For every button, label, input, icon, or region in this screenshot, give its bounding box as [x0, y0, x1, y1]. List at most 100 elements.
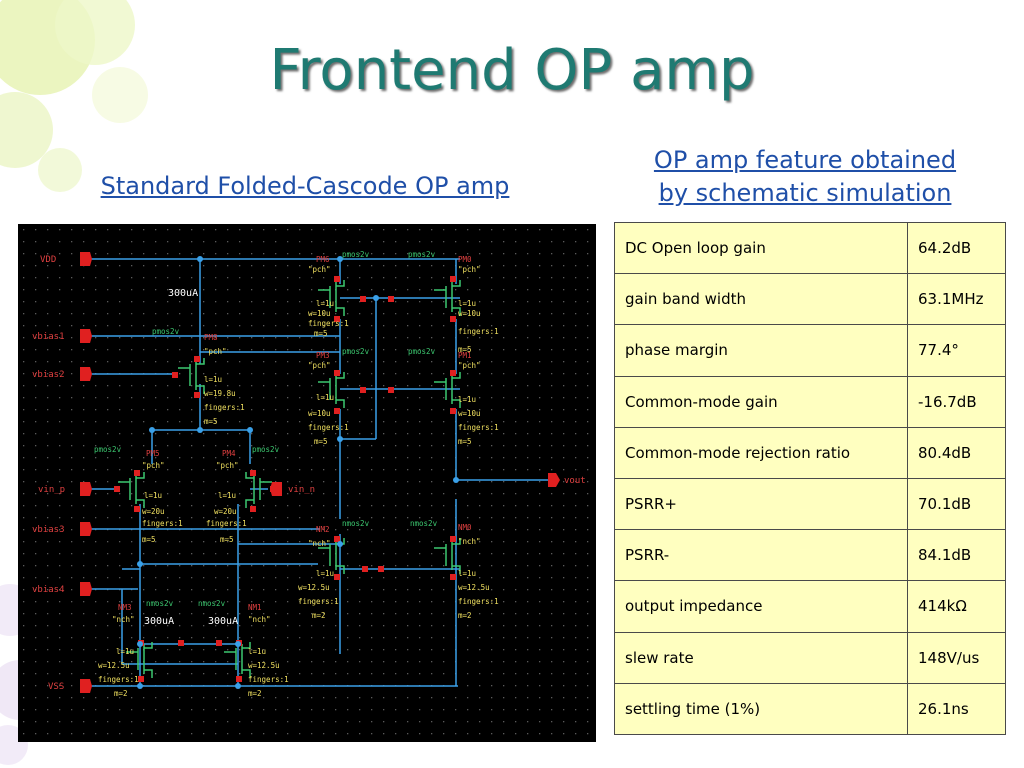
spec-value: 80.4dB [907, 426, 1006, 479]
spec-value: 148V/us [907, 631, 1006, 684]
pm0-cell: "pch" [458, 265, 481, 274]
pin-label-vss: VSS [48, 682, 64, 692]
spec-param: PSRR+ [614, 477, 908, 531]
spec-param: output impedance [614, 580, 908, 633]
pm8-fingers: fingers:1 [204, 403, 245, 412]
spec-value: 77.4° [907, 324, 1006, 377]
nm3-fingers: fingers:1 [98, 675, 139, 684]
pin-label-vout: vout [564, 476, 586, 486]
nm3-l: l=1u [116, 647, 134, 656]
nm0-name: NM0 [458, 523, 472, 532]
current-label-bottom-left: 300uA [144, 616, 174, 627]
nm2-cell: "nch" [308, 539, 331, 548]
pm6-m: m=5 [314, 329, 328, 338]
pm1-w: w=10u [458, 409, 481, 418]
pm8-cell: "pch" [204, 347, 227, 356]
pm5-model: pmos2v [94, 445, 122, 454]
pin-label-vdd: VDD [40, 255, 56, 265]
transistor-symbols [118, 280, 461, 678]
spec-param: Common-mode rejection ratio [614, 426, 908, 479]
pm1-m: m=5 [458, 437, 472, 446]
pm3-l: l=1u [316, 393, 334, 402]
spec-value: 63.1MHz [907, 273, 1006, 326]
pm6-fingers: fingers:1 [308, 319, 349, 328]
features-heading: OP amp feature obtained by schematic sim… [610, 144, 1000, 210]
pm5-name: PM5 [146, 449, 160, 458]
spec-row: PSRR+70.1dB [614, 477, 1006, 531]
pm0-name: PM0 [458, 255, 472, 264]
schematic-heading: Standard Folded-Cascode OP amp [100, 172, 510, 200]
nm2-l: l=1u [316, 569, 334, 578]
pm1-name: PM1 [458, 351, 472, 360]
pm4-fingers: fingers:1 [206, 519, 247, 528]
slide-title: Frontend OP amp [269, 38, 755, 103]
spec-row: PSRR-84.1dB [614, 529, 1006, 582]
current-label-top: 300uA [168, 288, 198, 299]
spec-value: 26.1ns [907, 682, 1006, 736]
spec-value: -16.7dB [907, 375, 1006, 428]
nm2-model: nmos2v [342, 519, 370, 528]
pin-arrows [80, 252, 560, 693]
nm1-w: w=12.5u [248, 661, 280, 670]
spec-row: Common-mode gain-16.7dB [614, 375, 1006, 428]
pin-markers [114, 276, 456, 682]
features-heading-line1: OP amp feature obtained [653, 146, 957, 174]
nm0-l: l=1u [458, 569, 476, 578]
pm5-l: l=1u [144, 491, 162, 500]
pm1-model: pmos2v [408, 347, 436, 356]
nm2-fingers: fingers:1 [298, 597, 339, 606]
pm6-model: pmos2v [342, 250, 370, 259]
pin-label-vin-n: vin_n [288, 485, 315, 495]
nm0-w: w=12.5u [458, 583, 490, 592]
spec-value: 70.1dB [907, 477, 1006, 531]
pm3-m: m=5 [314, 437, 328, 446]
pm0-m: m=5 [458, 345, 472, 354]
opamp-schematic: VDD vbias1 vbias2 vin_p vin_n vbias3 vbi… [18, 224, 596, 742]
pm5-cell: "pch" [142, 461, 165, 470]
pm4-m: m=5 [220, 535, 234, 544]
nm0-m: m=2 [458, 611, 472, 620]
nm3-w: w=12.5u [98, 661, 130, 670]
pm6-w: w=10u [308, 309, 331, 318]
nm2-w: w=12.5u [298, 583, 330, 592]
pm6-cell: "pch" [308, 265, 331, 274]
spec-param: PSRR- [614, 529, 908, 582]
wires [90, 258, 548, 687]
spec-param: slew rate [614, 631, 908, 684]
nm3-m: m=2 [114, 689, 128, 698]
nm0-cell: "nch" [458, 537, 481, 546]
nm0-fingers: fingers:1 [458, 597, 499, 606]
spec-row: settling time (1%)26.1ns [614, 682, 1006, 736]
pm1-fingers: fingers:1 [458, 423, 499, 432]
pm5-w: w=20u [142, 507, 165, 516]
pm6-name: PM6 [316, 255, 330, 264]
pm4-cell: "pch" [216, 461, 239, 470]
pm1-l: l=1u [458, 395, 476, 404]
pm5-fingers: fingers:1 [142, 519, 183, 528]
nm0-model: nmos2v [410, 519, 438, 528]
nm3-cell: "nch" [112, 615, 135, 624]
features-heading-line2: by schematic simulation [658, 179, 952, 207]
nm1-fingers: fingers:1 [248, 675, 289, 684]
pm4-w: w=20u [214, 507, 237, 516]
pm3-model: pmos2v [342, 347, 370, 356]
pm3-cell: "pch" [308, 361, 331, 370]
spec-param: settling time (1%) [614, 682, 908, 736]
pm0-l: l=1u [458, 299, 476, 308]
pm3-fingers: fingers:1 [308, 423, 349, 432]
nm2-m: m=2 [312, 611, 326, 620]
current-label-bottom-right: 300uA [208, 616, 238, 627]
nm1-name: NM1 [248, 603, 262, 612]
pin-label-vbias3: vbias3 [32, 525, 65, 535]
spec-param: Common-mode gain [614, 375, 908, 428]
pm1-cell: "pch" [458, 361, 481, 370]
pm0-fingers: fingers:1 [458, 327, 499, 336]
spec-value: 64.2dB [907, 221, 1006, 275]
nm1-cell: "nch" [248, 615, 271, 624]
